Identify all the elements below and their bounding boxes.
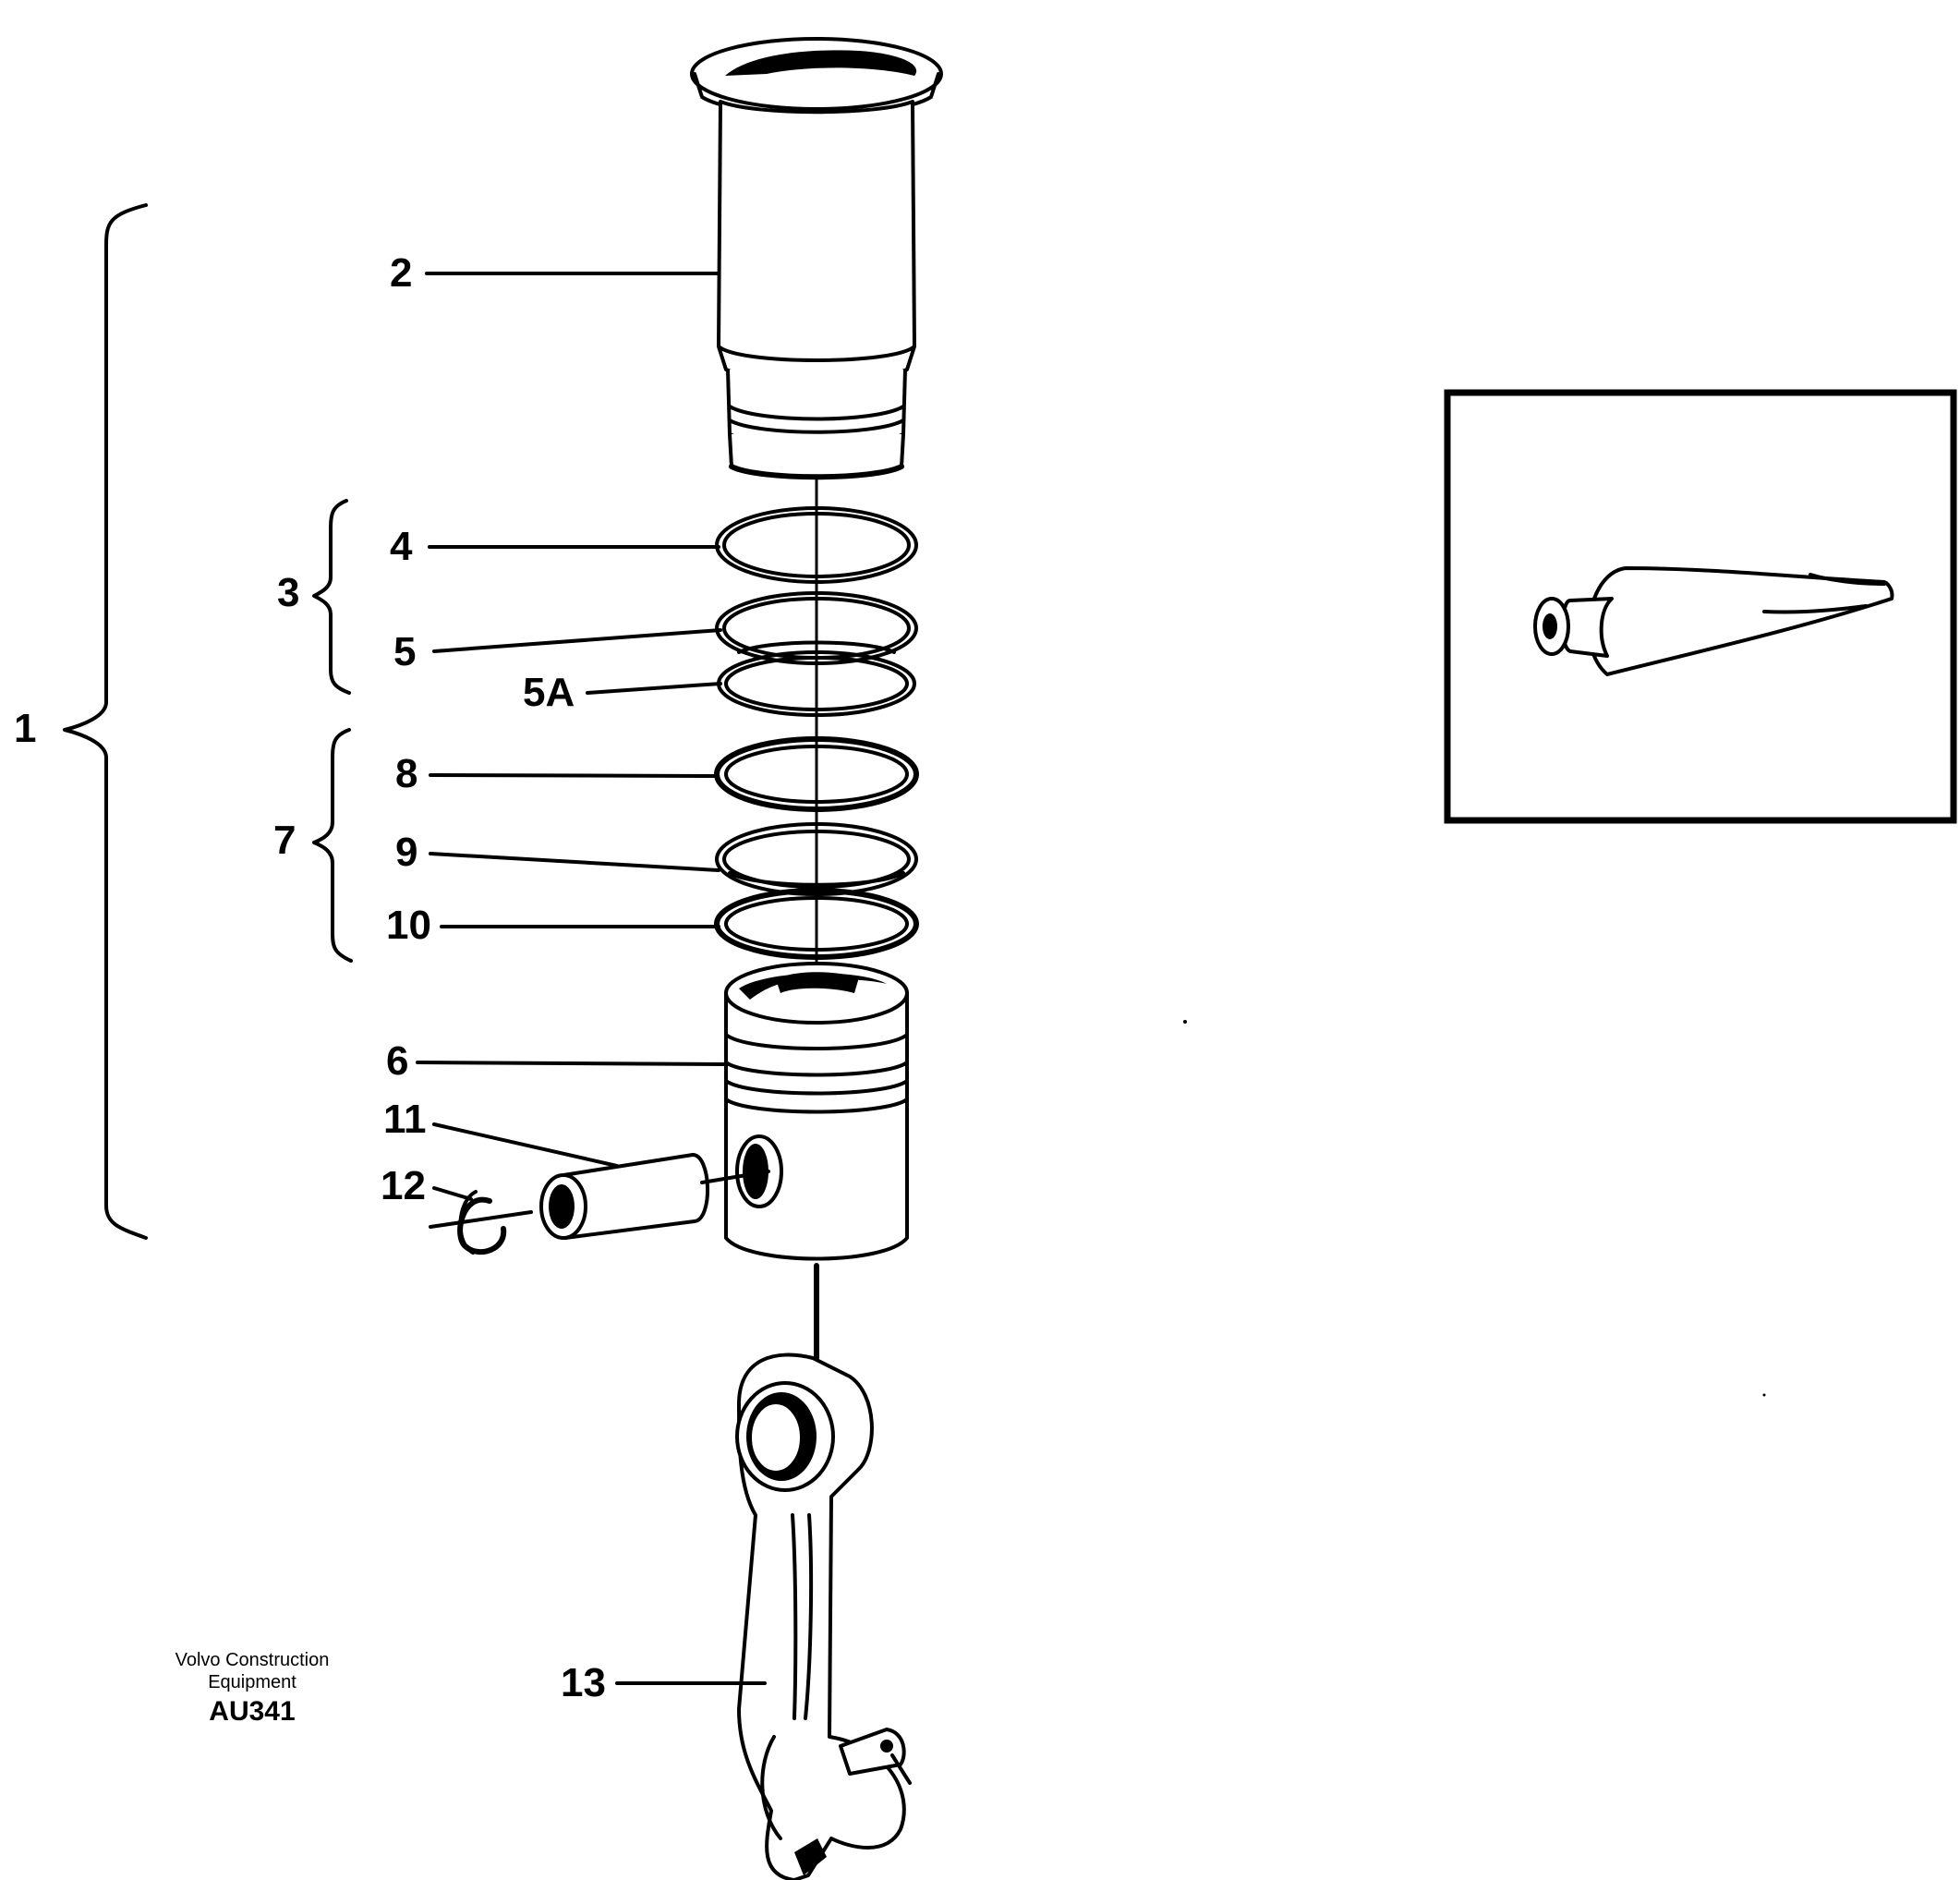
piston [724,962,909,1261]
callout-3: 3 [277,570,299,615]
callout-12: 12 [381,1163,426,1208]
inset-box [1444,389,1957,824]
brand-line-1: Volvo Construction [175,1650,330,1670]
callout-13: 13 [561,1660,606,1705]
callout-2: 2 [390,250,412,296]
stray-dot [1183,1020,1187,1024]
leader-lines [416,272,1641,1685]
piston-ring-9 [715,822,918,896]
callout-6: 6 [386,1038,408,1084]
callout-5: 5 [393,629,416,674]
callout-11: 11 [383,1097,427,1142]
brand-line-2: Equipment [208,1672,296,1692]
callout-7: 7 [273,818,296,863]
callout-labels: 1 2 3 4 5 5A 6 7 8 9 10 11 12 13 14 [14,250,1660,1705]
circlip [429,1190,533,1255]
callout-5a: 5A [523,670,575,715]
piston-pin [539,1153,770,1240]
connecting-rod [735,1352,912,1880]
sealant-tube [1533,566,1894,676]
callout-8: 8 [395,751,417,796]
callout-4: 4 [390,524,413,569]
callout-9: 9 [395,830,417,875]
stray-dot [1762,1393,1766,1397]
bracket-1 [63,203,148,1240]
cylinder-liner [690,37,943,480]
callout-10: 10 [386,903,431,948]
bracket-7 [312,728,353,963]
piston-ring-10 [714,888,919,960]
bracket-3 [312,499,351,695]
callout-1: 1 [14,706,36,751]
figure-code: AU341 [209,1696,295,1727]
brand-block: Volvo Construction Equipment AU341 [175,1650,330,1727]
